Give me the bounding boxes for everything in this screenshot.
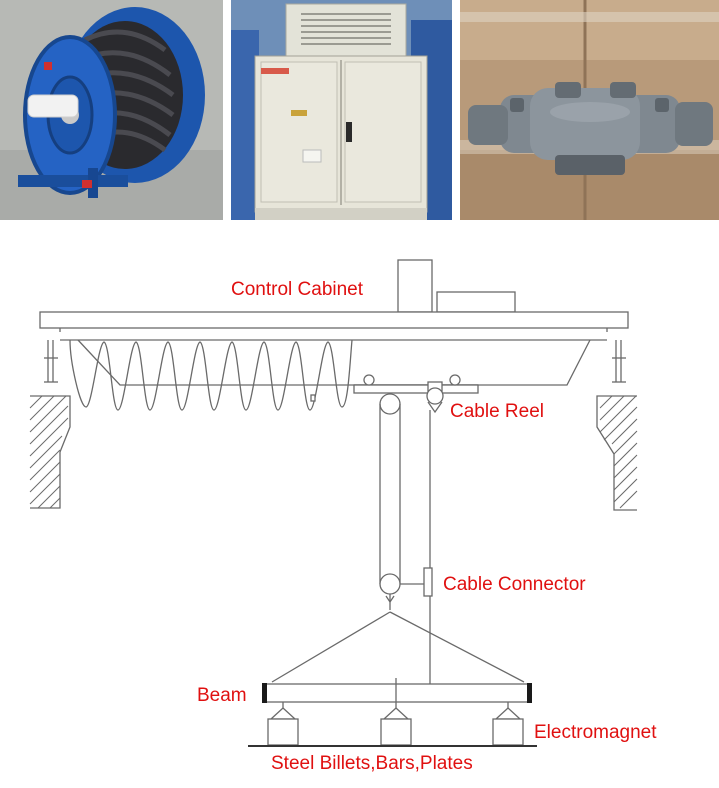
- girder-lower-plate: [77, 339, 591, 386]
- cable-connector-photo: [460, 0, 719, 220]
- sling-left: [271, 611, 391, 683]
- label-electromagnet: Electromagnet: [534, 722, 657, 743]
- right-end-carriage: [612, 340, 626, 383]
- beam-end-right: [527, 683, 532, 703]
- electromagnet-center: [380, 678, 412, 746]
- cable-reel-photo: [0, 0, 223, 220]
- label-control-cabinet: Control Cabinet: [231, 279, 364, 300]
- lifting-beam: [263, 683, 531, 703]
- electromagnet-right: [492, 702, 524, 746]
- cable-connector: [423, 567, 433, 597]
- control-cabinet-photo: [231, 0, 452, 220]
- sling-right: [389, 611, 525, 683]
- label-cable-reel: Cable Reel: [450, 401, 544, 422]
- hoist-drum: [379, 393, 401, 584]
- festoon-cable: [69, 339, 353, 411]
- lower-block: [379, 573, 424, 610]
- label-load: Steel Billets,Bars,Plates: [271, 753, 473, 774]
- electromagnet-left: [267, 702, 299, 746]
- girder: [39, 311, 629, 329]
- label-cable-connector: Cable Connector: [443, 574, 586, 595]
- crane-diagram: Control Cabinet Cable Reel Cable Connect…: [29, 259, 657, 774]
- left-end-carriage: [44, 340, 58, 383]
- right-wall: [596, 395, 638, 511]
- label-beam: Beam: [197, 685, 247, 706]
- left-wall: [29, 395, 71, 509]
- beam-end-left: [262, 683, 267, 703]
- control-cabinet-box: [397, 259, 433, 313]
- auxiliary-box: [436, 291, 516, 313]
- trolley: [353, 374, 479, 414]
